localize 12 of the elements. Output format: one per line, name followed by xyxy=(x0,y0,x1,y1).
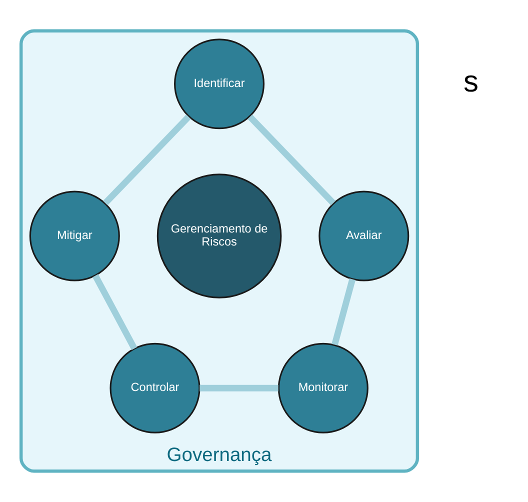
node-circle: Identificar xyxy=(174,38,265,130)
connector xyxy=(200,384,278,392)
node-circle: Controlar xyxy=(110,342,200,434)
connector xyxy=(248,114,336,206)
connector xyxy=(332,278,356,346)
connector xyxy=(92,274,138,350)
node-circle: Avaliar xyxy=(318,190,410,282)
node-circle: Monitorar xyxy=(278,342,368,434)
label: s xyxy=(464,65,479,98)
node-circle: Mitigar xyxy=(29,190,120,282)
node-circle: Gerenciamento de Riscos xyxy=(156,174,282,298)
connector xyxy=(102,114,191,206)
